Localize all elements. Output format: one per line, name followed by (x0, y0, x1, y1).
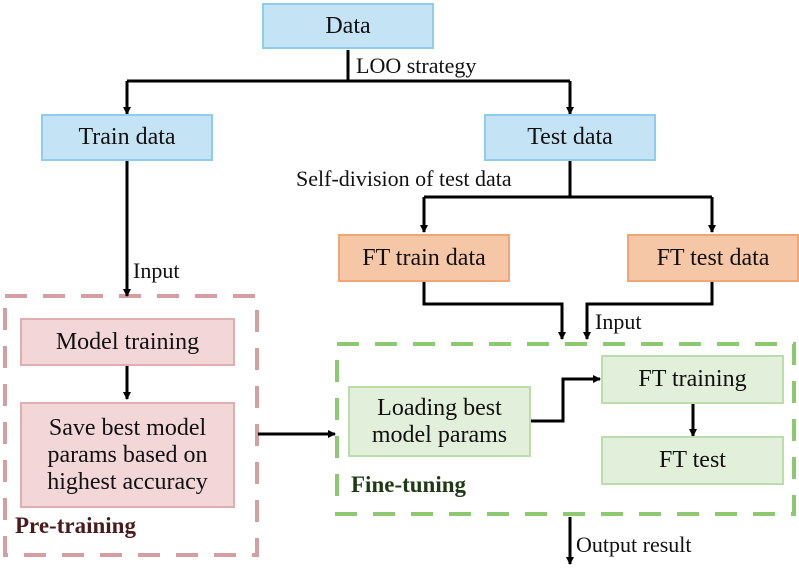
edge-to-train-data (127, 79, 570, 114)
edge-loading-to-fttraining (530, 375, 601, 423)
node-save-best-params: Save best model params based on highest … (20, 402, 235, 508)
edge-label-self-division: Self-division of test data (296, 166, 512, 191)
node-loading-best-params: Loading best model params (348, 386, 531, 457)
node-ft-test: FT test (601, 436, 784, 485)
edge-label-output-result: Output result (576, 532, 692, 557)
group-title-finetuning: Fine-tuning (351, 472, 467, 497)
edge-ft-train-to-finetuning (422, 281, 566, 340)
pretraining-group-border (3, 294, 259, 557)
group-title-pretraining: Pre-training (15, 513, 136, 538)
edge-label-input-pretraining: Input (133, 258, 180, 283)
edge-to-ft-train (424, 195, 712, 232)
edge-label-input-finetuning: Input (595, 309, 642, 334)
edge-ft-test-to-finetuning (583, 281, 714, 340)
node-train-data: Train data (41, 114, 213, 161)
node-ft-train-data: FT train data (338, 234, 510, 282)
node-ft-training: FT training (601, 355, 784, 404)
finetuning-group-border (335, 342, 796, 516)
node-test-data: Test data (484, 114, 656, 161)
edge-label-loo-strategy: LOO strategy (356, 53, 477, 78)
node-model-training: Model training (20, 318, 235, 366)
node-data: Data (262, 3, 434, 49)
node-ft-test-data: FT test data (627, 234, 799, 282)
